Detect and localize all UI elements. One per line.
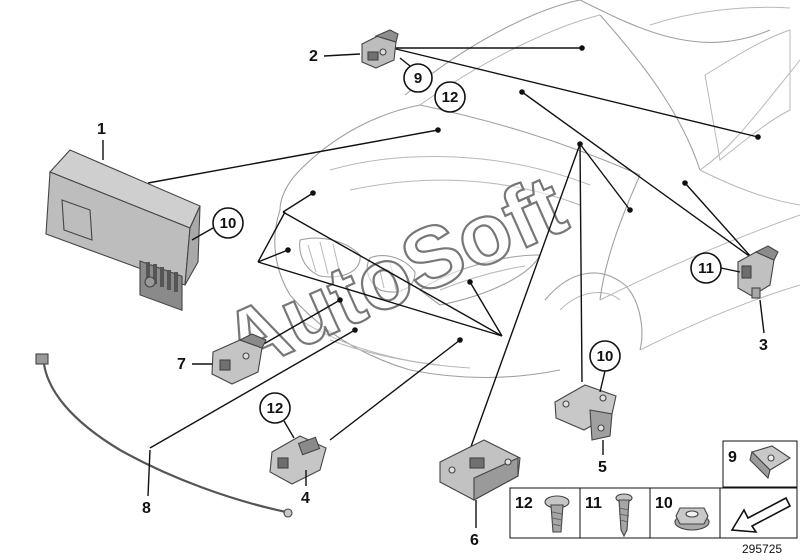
callout-3: 3 bbox=[759, 337, 768, 354]
part-sensor-top[interactable] bbox=[361, 29, 399, 69]
leader-dot bbox=[682, 180, 688, 186]
circled-ref-11-right: 11 bbox=[690, 252, 722, 284]
leader-dot bbox=[310, 190, 316, 196]
callout-1: 1 bbox=[97, 121, 106, 138]
legend-arrow-box bbox=[719, 487, 798, 539]
callout-7: 7 bbox=[177, 356, 186, 373]
part-sensor-4[interactable] bbox=[269, 435, 327, 485]
legend-item-9: 9 bbox=[722, 440, 798, 488]
legend: 9 12 11 10 bbox=[509, 440, 798, 539]
part-cable[interactable] bbox=[35, 353, 293, 518]
callout-4: 4 bbox=[301, 490, 310, 507]
svg-text:10: 10 bbox=[220, 215, 237, 232]
svg-text:11: 11 bbox=[698, 260, 714, 277]
part-sensor-5[interactable] bbox=[554, 384, 617, 441]
part-sensor-7[interactable] bbox=[211, 333, 267, 385]
svg-text:10: 10 bbox=[655, 495, 673, 512]
svg-text:9: 9 bbox=[728, 449, 737, 466]
legend-item-12: 12 bbox=[509, 487, 581, 539]
callout-2: 2 bbox=[309, 48, 318, 65]
leader-dot bbox=[457, 337, 463, 343]
legend-item-11: 11 bbox=[579, 487, 651, 539]
circled-ref-10-left: 10 bbox=[212, 207, 244, 239]
circled-ref-12-top: 12 bbox=[434, 81, 466, 113]
callout-6: 6 bbox=[470, 532, 479, 549]
part-sensor-6[interactable] bbox=[439, 439, 521, 501]
svg-text:12: 12 bbox=[515, 495, 533, 512]
arrow-icon bbox=[730, 496, 792, 533]
car-outline bbox=[274, 0, 800, 379]
leader-dot bbox=[435, 127, 441, 133]
leader-lines bbox=[147, 47, 759, 456]
callout-numbers: 1 2 3 4 5 6 7 8 bbox=[97, 48, 768, 549]
leader-dot bbox=[627, 207, 633, 213]
circled-ref-12-low: 12 bbox=[259, 392, 291, 424]
leader-dot bbox=[337, 297, 343, 303]
leader-dot bbox=[467, 279, 473, 285]
svg-text:12: 12 bbox=[267, 400, 284, 417]
legend-item-10: 10 bbox=[649, 487, 721, 539]
callout-5: 5 bbox=[598, 459, 607, 476]
leader-dot bbox=[579, 45, 585, 51]
leader-dot bbox=[519, 89, 525, 95]
reference-number: 295725 bbox=[742, 542, 782, 556]
part-sensor-right[interactable] bbox=[737, 245, 779, 299]
leader-dot bbox=[352, 327, 358, 333]
circled-refs: 9 12 10 11 10 12 bbox=[191, 57, 741, 439]
leader-dots bbox=[285, 45, 761, 343]
part-control-unit[interactable] bbox=[45, 149, 201, 311]
svg-text:11: 11 bbox=[585, 495, 602, 512]
svg-text:9: 9 bbox=[414, 70, 422, 87]
circled-ref-9-top: 9 bbox=[403, 63, 433, 93]
svg-text:12: 12 bbox=[442, 89, 459, 106]
leader-dot bbox=[577, 141, 583, 147]
leader-dot bbox=[285, 247, 291, 253]
svg-text:10: 10 bbox=[597, 348, 614, 365]
callout-8: 8 bbox=[142, 500, 151, 517]
circled-ref-10-mid: 10 bbox=[589, 340, 621, 372]
leader-dot bbox=[755, 134, 761, 140]
